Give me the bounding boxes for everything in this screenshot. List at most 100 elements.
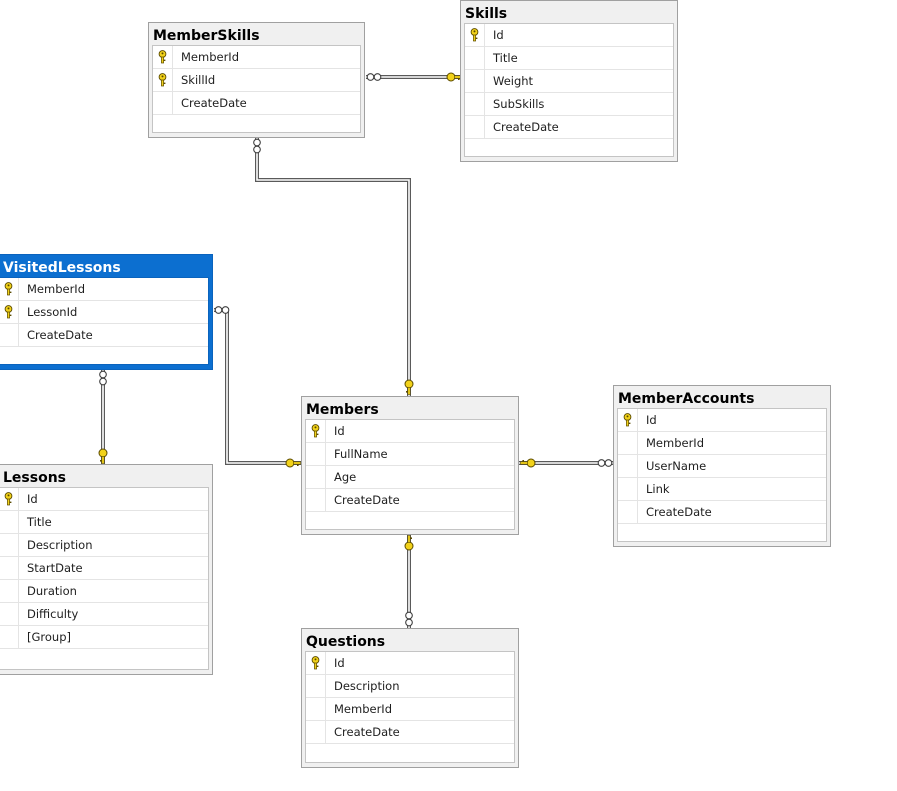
column-row[interactable]: SkillId [153,69,360,92]
column-name: FullName [334,447,388,461]
column-name: Id [646,413,657,427]
column-row[interactable]: Id [306,420,514,443]
row-selector[interactable] [306,652,326,674]
new-column-row[interactable] [618,524,826,547]
column-row[interactable]: MemberId [306,698,514,721]
column-row[interactable]: Link [618,478,826,501]
column-row[interactable]: Description [306,675,514,698]
row-selector[interactable] [0,511,19,533]
row-selector[interactable] [153,69,173,91]
row-selector[interactable] [0,626,19,648]
row-selector[interactable] [0,557,19,579]
column-row[interactable]: CreateDate [618,501,826,524]
row-selector[interactable] [618,478,638,500]
row-selector[interactable] [0,324,19,346]
column-row[interactable]: Title [0,511,208,534]
column-name: Duration [27,584,77,598]
row-selector[interactable] [0,580,19,602]
column-row[interactable]: Title [465,47,673,70]
new-column-row[interactable] [0,347,208,370]
column-row[interactable]: MemberId [153,46,360,69]
column-name: Id [27,492,38,506]
column-name: Difficulty [27,607,79,621]
key-icon [158,73,167,87]
row-selector[interactable] [0,488,19,510]
entity-title[interactable]: MemberAccounts [618,391,755,407]
column-row[interactable]: CreateDate [306,721,514,744]
column-name: LessonId [27,305,78,319]
new-column-row[interactable] [465,139,673,162]
column-row[interactable]: UserName [618,455,826,478]
row-selector[interactable] [465,24,485,46]
new-column-row[interactable] [153,115,360,138]
row-selector[interactable] [0,278,19,300]
row-selector[interactable] [153,46,173,68]
column-row[interactable]: Id [465,24,673,47]
row-selector[interactable] [0,534,19,556]
column-row[interactable]: Id [306,652,514,675]
column-row[interactable]: Weight [465,70,673,93]
link-visitedlessons-members[interactable] [214,308,301,465]
many-end-icon [366,73,382,81]
column-name: CreateDate [334,493,400,507]
new-column-row[interactable] [306,744,514,767]
row-selector[interactable] [465,93,485,115]
row-selector[interactable] [618,455,638,477]
link-memberskills-members[interactable] [255,138,411,396]
row-selector[interactable] [618,409,638,431]
column-row[interactable]: FullName [306,443,514,466]
row-selector[interactable] [618,501,638,523]
row-selector[interactable] [465,116,485,138]
row-selector[interactable] [306,721,326,743]
entity-title[interactable]: Members [306,402,379,418]
column-row[interactable]: LessonId [0,301,208,324]
new-column-row[interactable] [0,649,208,672]
row-selector[interactable] [306,489,326,511]
row-selector[interactable] [0,301,19,323]
row-selector[interactable] [465,47,485,69]
row-selector[interactable] [306,420,326,442]
column-row[interactable]: Duration [0,580,208,603]
column-row[interactable]: Difficulty [0,603,208,626]
entity-title[interactable]: MemberSkills [153,28,260,44]
row-selector[interactable] [0,603,19,625]
row-selector[interactable] [306,443,326,465]
entity-title[interactable]: VisitedLessons [3,260,121,276]
column-row[interactable]: Age [306,466,514,489]
row-selector[interactable] [306,466,326,488]
column-row[interactable]: Id [618,409,826,432]
column-row[interactable]: CreateDate [465,116,673,139]
row-selector[interactable] [465,70,485,92]
entity-title[interactable]: Skills [465,6,508,22]
entity-title[interactable]: Questions [306,634,386,650]
row-selector[interactable] [153,92,173,114]
entity-title[interactable]: Lessons [3,470,66,486]
key-icon [470,28,479,42]
column-row[interactable]: [Group] [0,626,208,649]
column-row[interactable]: Id [0,488,208,511]
column-row[interactable]: SubSkills [465,93,673,116]
new-column-row[interactable] [306,512,514,535]
row-selector[interactable] [618,432,638,454]
column-row[interactable]: CreateDate [306,489,514,512]
row-selector[interactable] [306,675,326,697]
column-row[interactable]: CreateDate [0,324,208,347]
column-row[interactable]: MemberId [0,278,208,301]
key-icon [158,50,167,64]
row-selector[interactable] [306,698,326,720]
column-row[interactable]: CreateDate [153,92,360,115]
one-end-key-icon [98,448,108,464]
column-row[interactable]: StartDate [0,557,208,580]
column-row[interactable]: MemberId [618,432,826,455]
column-name: SkillId [181,73,216,87]
column-row[interactable]: Description [0,534,208,557]
